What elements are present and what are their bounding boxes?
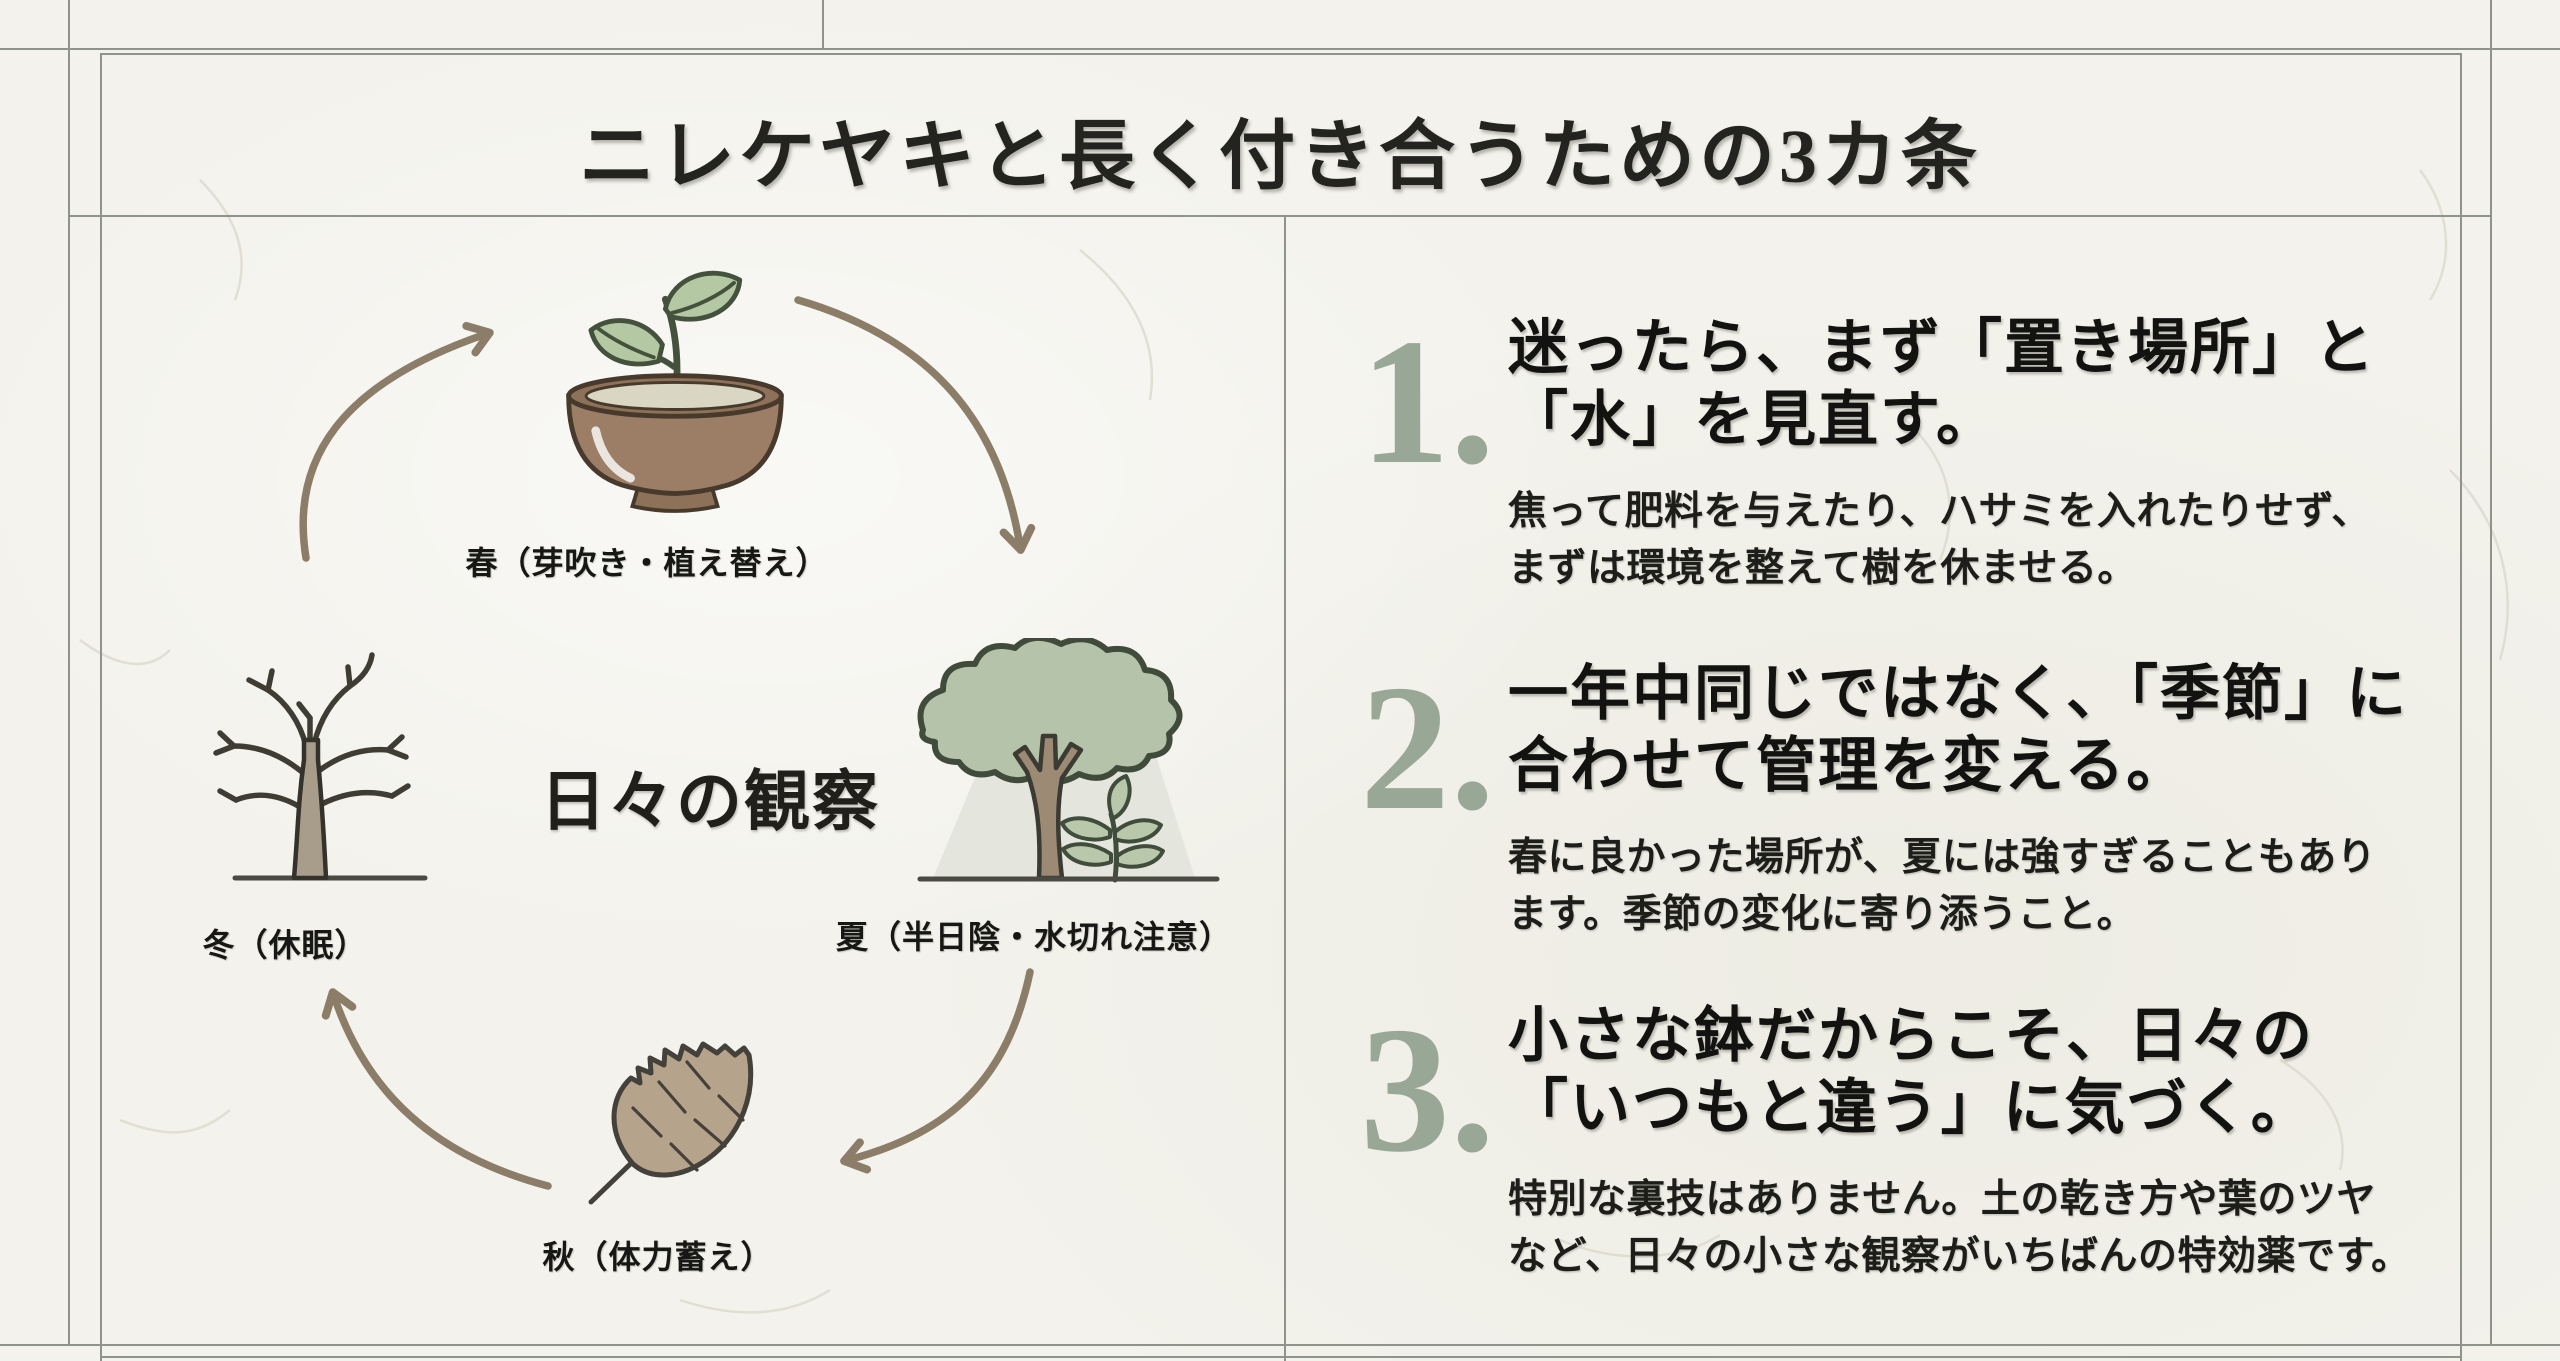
season-label-spring: 春（芽吹き・植え替え）	[465, 545, 829, 581]
rule-item-2: 2. 一年中同じではなく、「季節」に 合わせて管理を変える。 春に良かった場所が…	[1350, 658, 2445, 943]
rule-text-1: 迷ったら、まず「置き場所」と 「水」を見直す。 焦って肥料を与えたり、ハサミを入…	[1508, 312, 2445, 597]
shade-tree-icon	[917, 638, 1220, 883]
title-separator-line	[68, 215, 2490, 217]
frame-right-inner-line	[2460, 53, 2462, 1361]
rule-heading-3: 小さな鉢だからこそ、日々の 「いつもと違う」に気づく。	[1508, 1000, 2445, 1144]
rule-body-3: 特別な裏技はありません。土の乾き方や葉のツヤ など、日々の小さな観察がいちばんの…	[1508, 1172, 2445, 1285]
frame-bottom-inner-line	[100, 1356, 2460, 1358]
pot-soil	[584, 380, 766, 411]
rule-heading-1: 迷ったら、まず「置き場所」と 「水」を見直す。	[1508, 312, 2445, 456]
rule-body-1-line1: 焦って肥料を与えたり、ハサミを入れたりせず、	[1508, 490, 2371, 533]
cycle-center-label: 日々の観察	[540, 766, 880, 839]
rule-body-3-line1: 特別な裏技はありません。土の乾き方や葉のツヤ	[1508, 1178, 2376, 1221]
frame-top-outer-line	[0, 48, 2560, 50]
rule-heading-2-line2: 合わせて管理を変える。	[1508, 732, 2189, 799]
rule-heading-3-line1: 小さな鉢だからこそ、日々の	[1508, 1002, 2314, 1069]
pot	[566, 373, 784, 513]
arrow-autumn-to-winter	[321, 988, 552, 1190]
rule-body-1-line2: まずは環境を整えて樹を休ませる。	[1508, 546, 2137, 590]
page-title: ニレケヤキと長く付き合うための3カ条	[579, 115, 1981, 199]
trunk	[291, 737, 329, 881]
frame-bottom-outer-line	[0, 1344, 2560, 1346]
tree-trunk	[1012, 733, 1084, 881]
frame-left-outer-line	[68, 0, 70, 1344]
rule-number-3: 3.	[1360, 990, 1495, 1189]
top-tick-line	[822, 0, 824, 48]
frame-top-inner-line	[100, 53, 2460, 55]
season-label-winter: 冬（休眠）	[202, 927, 368, 963]
rule-body-2-line2: ます。季節の変化に寄り添うこと。	[1508, 892, 2137, 936]
rule-number-2: 2.	[1360, 648, 1495, 847]
rule-heading-1-line2: 「水」を見直す。	[1508, 386, 1998, 453]
rule-heading-3-line2: 「いつもと違う」に気づく。	[1508, 1074, 2313, 1141]
column-divider-line	[1284, 215, 1286, 1361]
frame-left-inner-line	[100, 53, 102, 1361]
sprout	[588, 270, 743, 399]
arrow-spring-to-summer	[794, 296, 1036, 554]
rule-body-1: 焦って肥料を与えたり、ハサミを入れたりせず、 まずは環境を整えて樹を休ませる。	[1508, 484, 2445, 597]
rule-item-3: 3. 小さな鉢だからこそ、日々の 「いつもと違う」に気づく。 特別な裏技はありま…	[1350, 1000, 2445, 1285]
pot-highlight	[591, 426, 635, 483]
season-label-autumn: 秋（体力蓄え）	[542, 1239, 774, 1275]
rule-text-2: 一年中同じではなく、「季節」に 合わせて管理を変える。 春に良かった場所が、夏に…	[1508, 658, 2445, 943]
rule-heading-1-line1: 迷ったら、まず「置き場所」と	[1508, 314, 2376, 381]
rule-body-2-line1: 春に良かった場所が、夏には強すぎることもあり	[1508, 836, 2377, 879]
arrow-winter-to-spring	[299, 321, 494, 562]
autumn-leaf-icon	[588, 1041, 754, 1205]
rule-heading-2-line1: 一年中同じではなく、「季節」に	[1508, 660, 2408, 727]
seedling-pot-icon	[566, 270, 784, 513]
rule-number-1: 1.	[1360, 302, 1495, 501]
small-plant	[1060, 774, 1165, 883]
tree-canopy	[917, 638, 1183, 785]
rule-item-1: 1. 迷ったら、まず「置き場所」と 「水」を見直す。 焦って肥料を与えたり、ハサ…	[1350, 312, 2445, 597]
rule-text-3: 小さな鉢だからこそ、日々の 「いつもと違う」に気づく。 特別な裏技はありません。…	[1508, 1000, 2445, 1285]
season-label-summer: 夏（半日陰・水切れ注意）	[836, 919, 1233, 955]
frame-right-outer-line	[2490, 0, 2492, 1344]
rule-body-3-line2: など、日々の小さな観察がいちばんの特効薬です。	[1508, 1234, 2411, 1278]
bare-tree-icon	[213, 652, 428, 881]
leaf-veins	[631, 1060, 745, 1172]
rule-body-2: 春に良かった場所が、夏には強すぎることもあり ます。季節の変化に寄り添うこと。	[1508, 830, 2445, 943]
arrow-summer-to-autumn	[840, 968, 1034, 1174]
rule-heading-2: 一年中同じではなく、「季節」に 合わせて管理を変える。	[1508, 658, 2445, 802]
